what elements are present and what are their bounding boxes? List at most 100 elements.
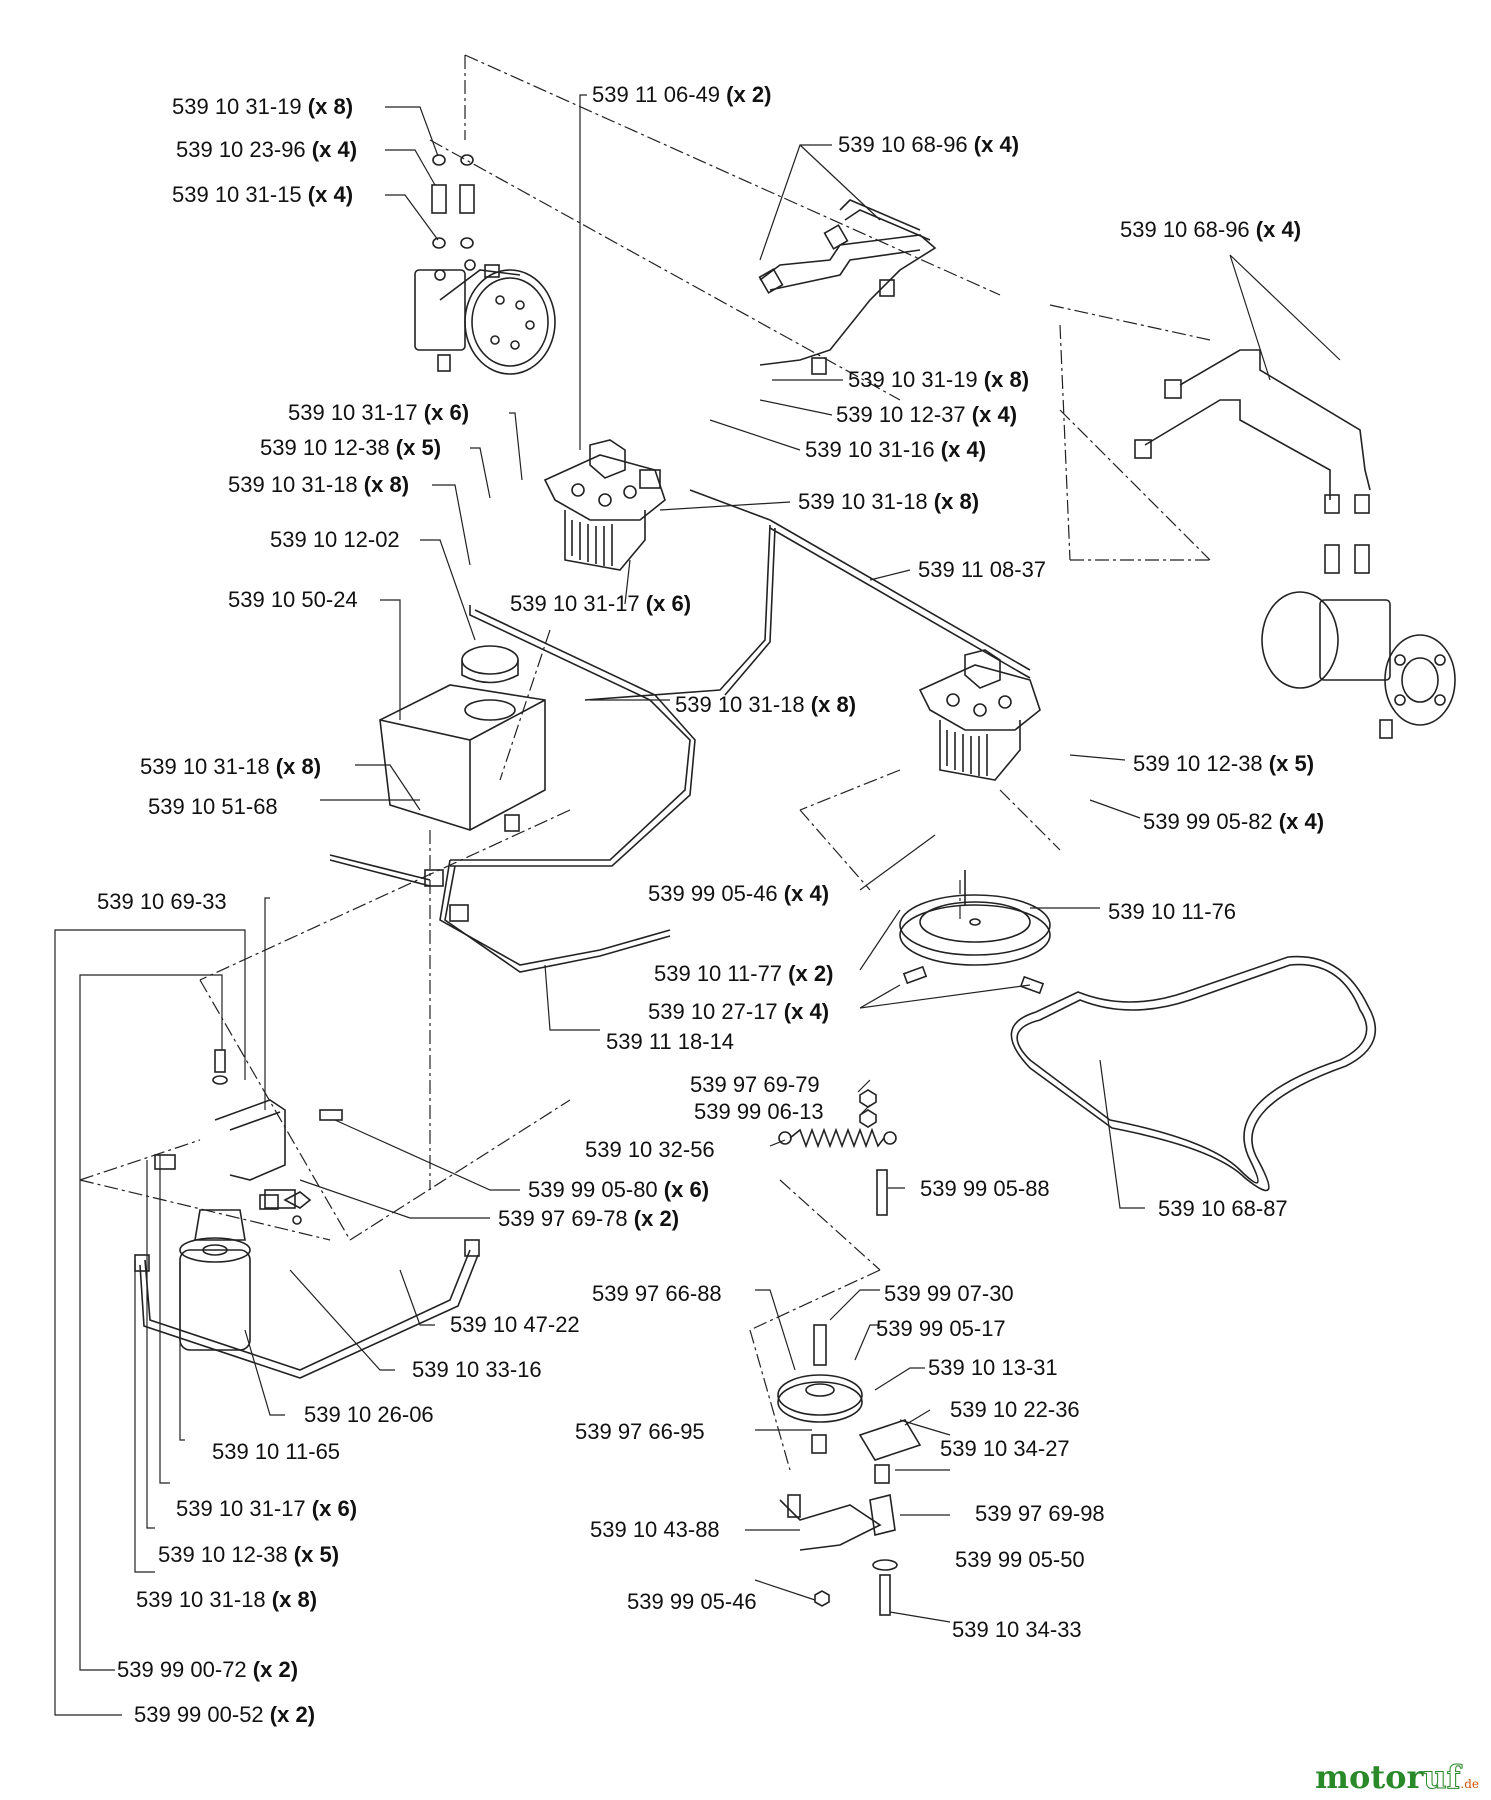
hydraulic-pump-1-illustration [543,439,666,571]
callout-label: 539 10 12-37 (x 4) [836,403,1017,427]
part-quantity: (x 8) [363,472,410,497]
part-quantity: (x 8) [933,489,980,514]
part-number: 539 10 31-18 [675,692,805,717]
callout-label: 539 10 32-56 [585,1138,715,1162]
part-number: 539 10 26-06 [304,1402,434,1427]
part-number: 539 10 22-36 [950,1397,1080,1422]
hydraulic-tank-illustration [379,645,546,832]
callout-label: 539 97 66-95 [575,1420,705,1444]
leader-lines [54,94,1341,1716]
part-number: 539 97 69-79 [690,1072,820,1097]
callout-label: 539 10 12-02 [270,528,400,552]
part-number: 539 10 33-16 [412,1357,542,1382]
callout-label: 539 10 43-88 [590,1518,720,1542]
part-number: 539 10 23-96 [176,137,306,162]
part-quantity: (x 4) [973,132,1020,157]
logo-text-ruf: uf [1423,1758,1461,1797]
part-number: 539 10 68-96 [1120,217,1250,242]
part-number: 539 97 69-98 [975,1501,1105,1526]
callout-label: 539 99 05-46 (x 4) [648,882,829,906]
part-quantity: (x 6) [663,1177,710,1202]
callout-label: 539 10 23-96 (x 4) [176,138,357,162]
part-number: 539 10 11-77 [654,961,783,986]
part-quantity: (x 4) [311,137,358,162]
part-number: 539 10 12-02 [270,527,400,552]
callout-label: 539 10 12-38 (x 5) [260,436,441,460]
callout-label: 539 10 11-77 (x 2) [654,962,833,986]
callout-label: 539 99 05-46 [627,1590,757,1614]
part-number: 539 10 69-33 [97,889,227,914]
part-number: 539 10 68-87 [1158,1196,1288,1221]
part-number: 539 97 66-88 [592,1281,722,1306]
pipe-11-08-37 [584,489,1031,701]
part-number: 539 10 31-17 [288,400,418,425]
part-number: 539 10 31-15 [172,182,302,207]
part-quantity: (x 4) [783,999,830,1024]
hydraulic-pipes-top [758,199,937,375]
callout-label: 539 10 31-18 (x 8) [798,490,979,514]
part-number: 539 10 13-31 [928,1355,1058,1380]
part-number: 539 99 00-52 [134,1702,264,1727]
part-number: 539 97 66-95 [575,1419,705,1444]
part-quantity: (x 2) [788,961,834,986]
site-logo: motoruf.de [1315,1758,1479,1797]
drive-pulley-illustration [899,870,1051,995]
idler-pulley-illustration [777,1324,922,1616]
part-quantity: (x 8) [810,692,857,717]
part-number: 539 10 31-18 [228,472,358,497]
part-quantity: (x 6) [311,1496,358,1521]
logo-text: motor [1315,1758,1424,1796]
callout-label: 539 97 69-78 (x 2) [498,1207,679,1231]
callout-label: 539 97 69-98 [975,1502,1105,1526]
callout-label: 539 99 05-17 [876,1317,1006,1341]
part-quantity: (x 8) [307,94,354,119]
callout-label: 539 10 69-33 [97,890,227,914]
part-quantity: (x 6) [645,591,692,616]
part-number: 539 10 68-96 [838,132,968,157]
callout-label: 539 10 13-31 [928,1356,1058,1380]
callout-label: 539 10 68-87 [1158,1197,1288,1221]
callout-label: 539 10 68-96 (x 4) [1120,218,1301,242]
hydraulic-motor-left-illustration [414,259,556,375]
callout-label: 539 10 31-16 (x 4) [805,438,986,462]
part-number: 539 10 31-17 [510,591,640,616]
callout-label: 539 10 31-15 (x 4) [172,183,353,207]
part-number: 539 10 51-68 [148,794,278,819]
part-quantity: (x 4) [1278,809,1325,834]
callout-label: 539 10 47-22 [450,1313,580,1337]
part-quantity: (x 4) [971,402,1018,427]
part-number: 539 10 31-16 [805,437,935,462]
callout-label: 539 11 06-49 (x 2) [592,83,771,107]
fittings-left [431,154,475,249]
part-number: 539 10 31-18 [798,489,928,514]
part-number: 539 10 43-88 [590,1517,720,1542]
part-number: 539 11 18-14 [606,1029,735,1054]
part-quantity: (x 2) [252,1657,299,1682]
part-number: 539 99 05-82 [1143,809,1273,834]
part-number: 539 10 12-38 [158,1542,288,1567]
part-number: 539 10 31-19 [172,94,302,119]
callout-label: 539 99 05-80 (x 6) [528,1178,709,1202]
v-belt-illustration [1010,955,1377,1192]
callout-label: 539 10 33-16 [412,1358,542,1382]
part-number: 539 10 47-22 [450,1312,580,1337]
part-quantity: (x 5) [1268,751,1315,776]
callout-label: 539 10 50-24 [228,588,358,612]
part-quantity: (x 4) [940,437,987,462]
callout-label: 539 10 68-96 (x 4) [838,133,1019,157]
part-number: 539 99 06-13 [694,1099,824,1124]
part-quantity: (x 8) [275,754,322,779]
callout-label: 539 10 34-33 [952,1618,1082,1642]
part-number: 539 10 32-56 [585,1137,715,1162]
part-quantity: (x 4) [783,881,830,906]
part-quantity: (x 4) [307,182,354,207]
part-number: 539 10 34-27 [940,1436,1070,1461]
callout-label: 539 11 08-37 [918,558,1046,582]
callout-label: 539 99 06-13 [694,1100,824,1124]
part-number: 539 10 11-65 [212,1439,341,1464]
logo-tld: .de [1460,1777,1479,1791]
callout-label: 539 11 18-14 [606,1030,734,1054]
oil-filter-illustration [134,1049,480,1379]
part-number: 539 10 31-19 [848,367,978,392]
